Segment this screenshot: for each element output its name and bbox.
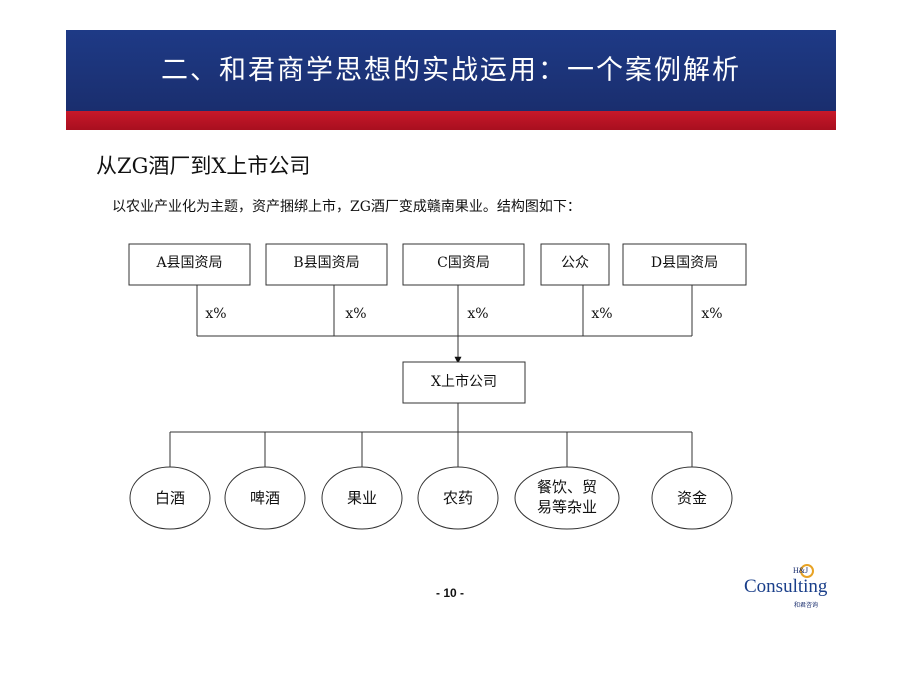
stake-label: x% xyxy=(467,306,488,322)
title-banner xyxy=(66,30,836,111)
subsidiary-label: 资金 xyxy=(677,489,707,507)
shareholder-label: D县国资局 xyxy=(651,255,718,271)
slide-title: 二、和君商学思想的实战运用：一个案例解析 xyxy=(161,55,741,86)
stake-label: x% xyxy=(701,306,722,322)
logo-hj-text: H&J xyxy=(793,566,809,575)
intro-text: 以农业产业化为主题，资产捆绑上市，ZG酒厂变成赣南果业。结构图如下： xyxy=(112,199,581,215)
subsidiary-label: 果业 xyxy=(347,489,377,507)
shareholder-box xyxy=(622,243,747,286)
shareholder-label: A县国资局 xyxy=(155,255,222,271)
page-number: - 10 - xyxy=(435,586,464,600)
logo-wordmark: Consulting xyxy=(744,576,828,597)
subsidiary-ellipse xyxy=(651,466,733,530)
subsidiary-label-line: 餐饮、贸 xyxy=(537,478,597,496)
shareholder-box xyxy=(265,243,388,286)
subsidiary-ellipse xyxy=(417,466,499,530)
subsidiary-label: 啤酒 xyxy=(250,489,280,507)
stake-label: x% xyxy=(205,306,226,322)
stake-label: x% xyxy=(591,306,612,322)
shareholder-label: B县国资局 xyxy=(293,255,359,271)
shareholder-box xyxy=(402,243,525,286)
subsidiary-ellipse xyxy=(514,466,620,530)
subsidiary-ellipse xyxy=(224,466,306,530)
title-banner-red-stripe xyxy=(66,111,836,130)
subsidiary-label: 白酒 xyxy=(155,489,185,507)
subsidiary-ellipse xyxy=(129,466,211,530)
shareholder-box xyxy=(540,243,610,286)
logo-subtext: 和君咨询 xyxy=(794,602,819,609)
slide-subtitle: 从ZG酒厂到X上市公司 xyxy=(96,154,311,178)
subsidiary-label: 农药 xyxy=(443,489,473,507)
shareholder-label: 公众 xyxy=(561,255,589,271)
stake-label: x% xyxy=(345,306,366,322)
company-box xyxy=(402,361,526,404)
subsidiary-ellipse xyxy=(321,466,403,530)
shareholder-label: C国资局 xyxy=(437,255,490,271)
subsidiary-label-line: 易等杂业 xyxy=(537,498,597,516)
company-logo: H&J Consulting 和君咨询 xyxy=(740,562,840,612)
logo-ring-icon xyxy=(800,564,814,578)
company-label: X上市公司 xyxy=(431,373,497,390)
shareholder-box xyxy=(128,243,251,286)
